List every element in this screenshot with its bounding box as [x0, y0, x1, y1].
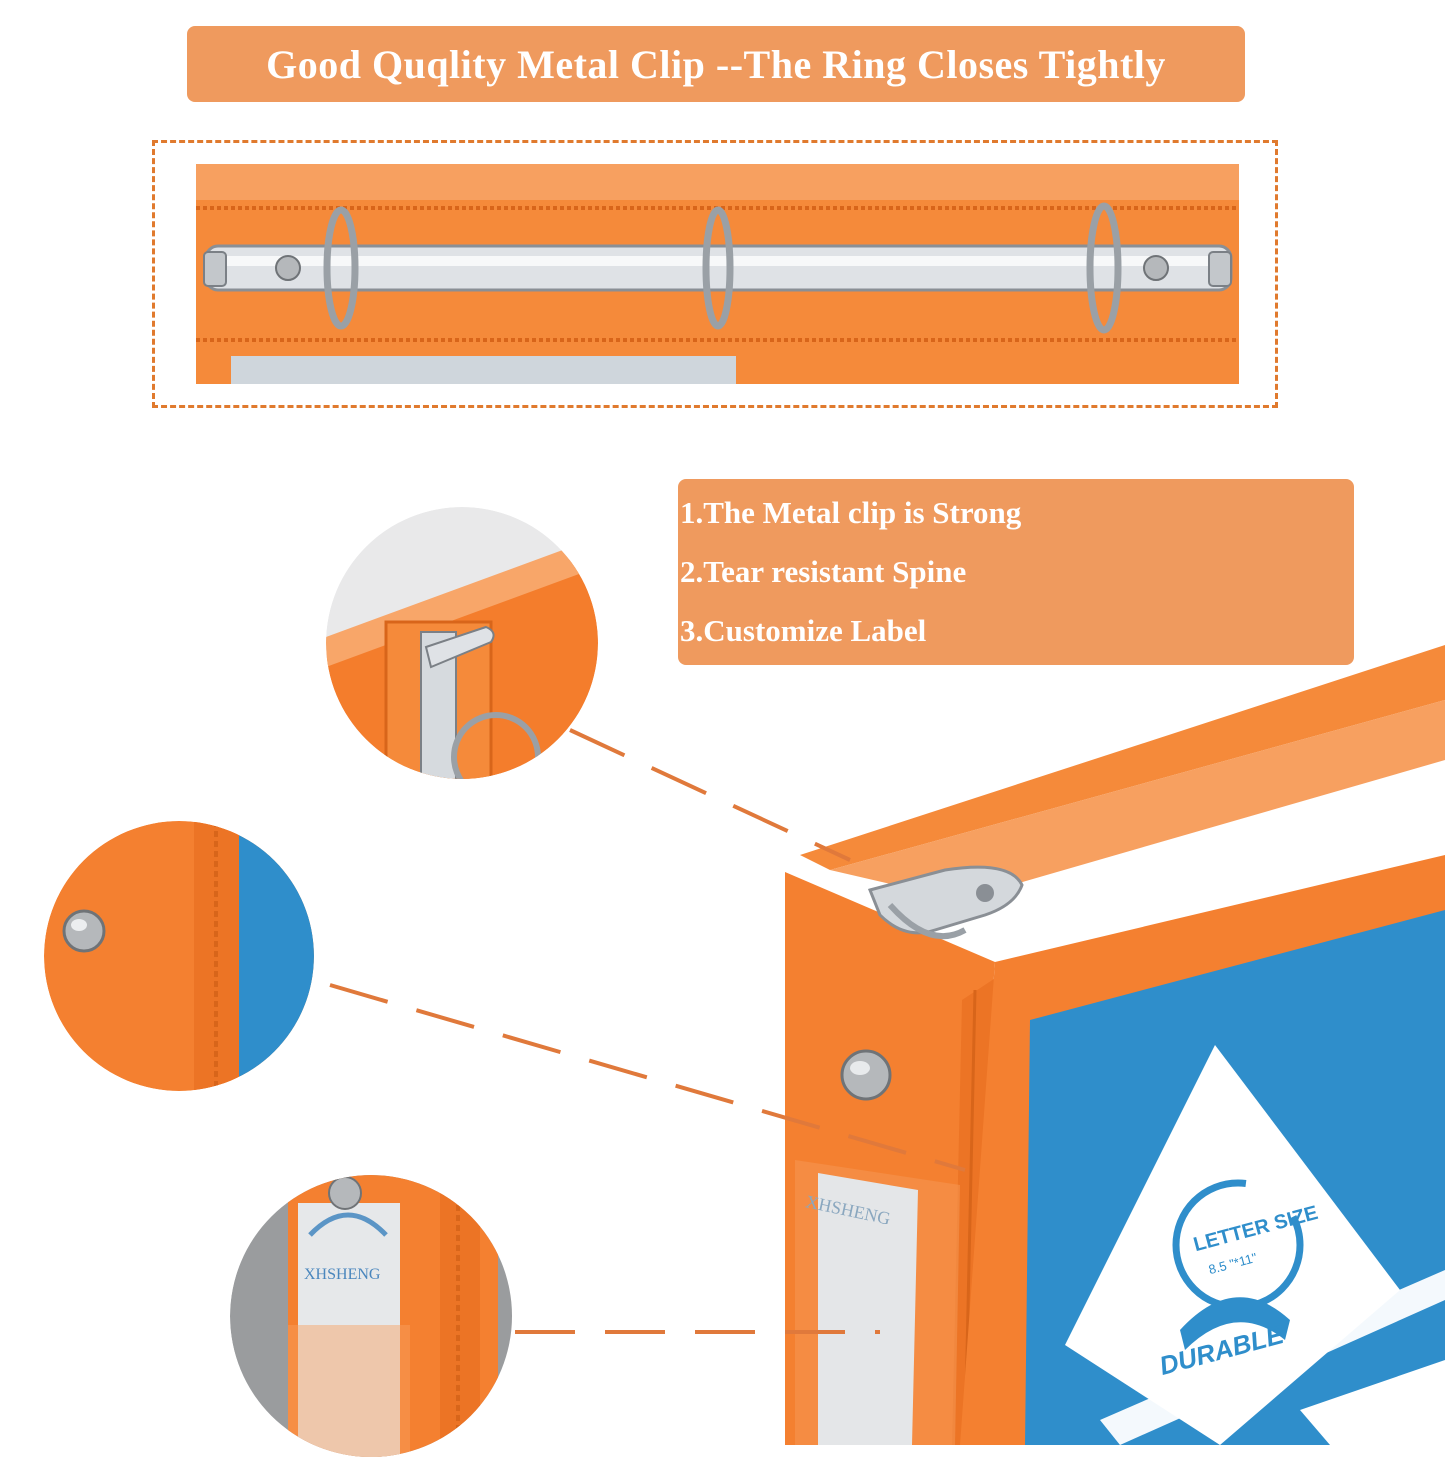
closeup-label-brand: XHSHENG: [304, 1266, 381, 1283]
badge-line1: LETTER SIZE: [1191, 1201, 1321, 1257]
ring-mechanism-photo: [196, 164, 1239, 384]
title-banner: Good Quqlity Metal Clip --The Ring Close…: [187, 26, 1245, 102]
feature-item-3: 3.Customize Label: [680, 613, 927, 648]
badge-line2: 8.5 "*11": [1206, 1249, 1259, 1278]
rivet-closeup: [44, 821, 314, 1091]
page-title: Good Quqlity Metal Clip --The Ring Close…: [266, 41, 1166, 87]
ring-photo-frame: [152, 140, 1278, 408]
feature-item-1: 1.The Metal clip is Strong: [680, 495, 1022, 530]
spine-label-brand: XHSHENG: [803, 1191, 893, 1229]
badge-line3: DURABLE: [1156, 1319, 1287, 1381]
label-closeup: [230, 1175, 512, 1457]
feature-item-2: 2.Tear resistant Spine: [680, 554, 967, 589]
feature-list: 1.The Metal clip is Strong 2.Tear resist…: [678, 479, 1354, 665]
clip-closeup: [326, 507, 598, 779]
